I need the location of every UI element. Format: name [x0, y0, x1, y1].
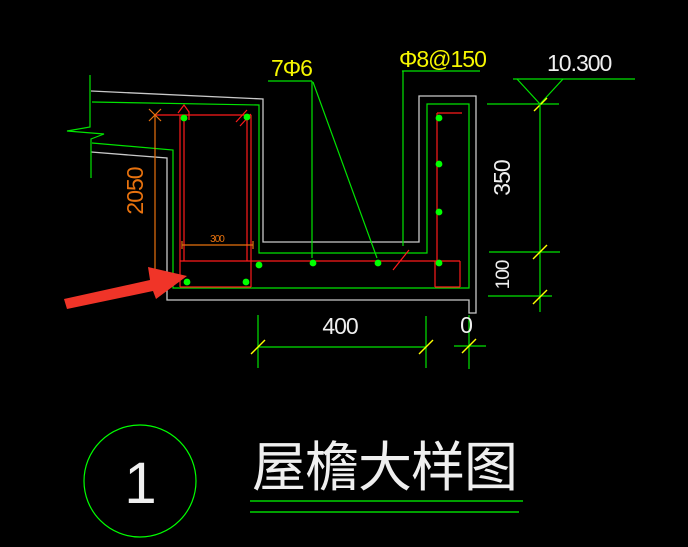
rebar-dot [255, 261, 263, 269]
dim-2050: 2050 [122, 167, 148, 214]
bottom-rebar-label: 7Φ6 [271, 55, 312, 81]
rebar-dot [180, 114, 188, 122]
rebar-bend-mark [235, 109, 248, 123]
dimension-tick [250, 339, 266, 355]
rebar-dot [243, 113, 251, 121]
rebar-dots [180, 113, 443, 286]
leader-line [312, 81, 378, 259]
dimension-300: 300 [181, 234, 254, 249]
structure-outline-green [66, 75, 470, 289]
rebar-annotation-7phi6: 7Φ6 [268, 55, 378, 259]
rebar-cage [154, 103, 462, 288]
dimension-tick [418, 339, 434, 355]
rebar-dot [374, 259, 382, 267]
annotation-arrow [64, 267, 187, 309]
dim-100: 100 [493, 260, 514, 289]
rebar-dot [242, 278, 250, 286]
drawing-title: 屋檐大样图 [252, 438, 517, 498]
rebar-dot [435, 259, 443, 267]
rebar-dot [309, 259, 317, 267]
dim-400: 400 [322, 313, 358, 339]
dim-300: 300 [210, 234, 225, 245]
rebar-dot [435, 160, 443, 168]
dimension-350-100: 350 100 [488, 104, 560, 312]
detail-number: 1 [124, 451, 155, 516]
break-line [66, 75, 105, 178]
rebar-bend-mark [392, 249, 410, 271]
dimension-tick [532, 289, 548, 305]
dim-350: 350 [489, 160, 515, 196]
rebar-dot [435, 208, 443, 216]
detail-title-block: 1 屋檐大样图 [83, 424, 523, 538]
stirrup-label: Φ8@150 [399, 46, 486, 72]
rebar-hook-mark [177, 103, 190, 120]
dimension-tick [532, 244, 548, 260]
detail-number-circle [83, 424, 197, 538]
rebar-dot [435, 114, 443, 122]
dimension-2050: 2050 [122, 108, 162, 293]
level-symbol: 10.300 [487, 50, 635, 112]
level-value: 10.300 [547, 50, 612, 76]
dim-0: 0 [460, 312, 472, 338]
dimension-400-0: 400 0 [250, 312, 486, 369]
rebar-dot [183, 278, 191, 286]
dimension-tick [461, 338, 477, 354]
structure-outline-white [90, 90, 477, 314]
stirrup-annotation-phi8: Φ8@150 [399, 46, 487, 246]
